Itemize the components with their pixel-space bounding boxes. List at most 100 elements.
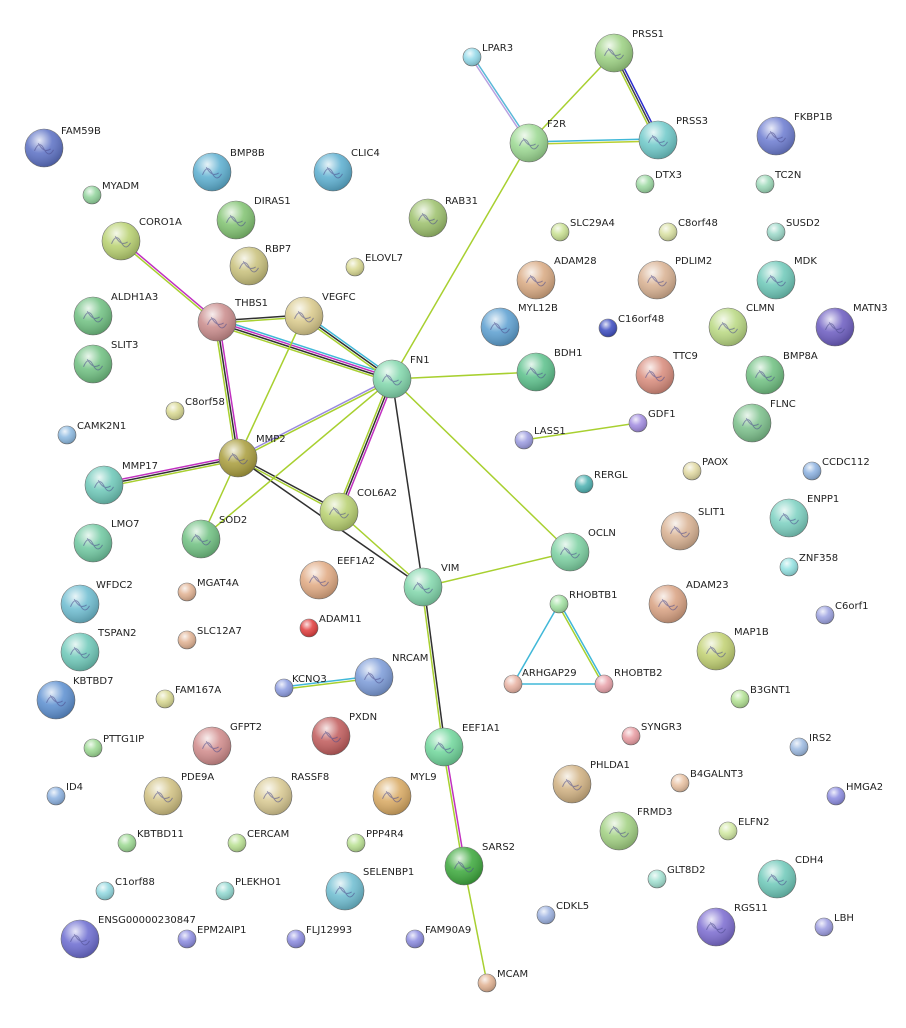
node-ppp4r4[interactable]: PPP4R4	[346, 829, 404, 853]
node-slc29a4[interactable]: SLC29A4	[550, 218, 615, 242]
node-c8orf58[interactable]: C8orf58	[165, 397, 225, 421]
node-irs2[interactable]: IRS2	[789, 733, 832, 757]
node-diras1[interactable]: DIRAS1	[216, 196, 291, 240]
node-mmp17[interactable]: MMP17	[84, 461, 158, 505]
node-fam167a[interactable]: FAM167A	[155, 685, 221, 709]
node-bmp8b[interactable]: BMP8B	[192, 148, 265, 192]
node-aldh1a3[interactable]: ALDH1A3	[73, 292, 158, 336]
node-slit1[interactable]: SLIT1	[660, 507, 725, 551]
node-c16orf48[interactable]: C16orf48	[598, 314, 664, 338]
node-arhgap29[interactable]: ARHGAP29	[503, 668, 577, 694]
node-fkbp1b[interactable]: FKBP1B	[756, 112, 833, 156]
node-fam90a9[interactable]: FAM90A9	[405, 925, 471, 949]
node-mcam[interactable]: MCAM	[477, 969, 528, 993]
node-ccdc112[interactable]: CCDC112	[802, 457, 870, 481]
node-rab31[interactable]: RAB31	[408, 196, 478, 238]
node-sod2[interactable]: SOD2	[181, 515, 247, 559]
node-adam11[interactable]: ADAM11	[299, 614, 362, 638]
node-epm2aip1[interactable]: EPM2AIP1	[177, 925, 247, 949]
node-sars2[interactable]: SARS2	[444, 842, 515, 886]
node-elfn2[interactable]: ELFN2	[718, 817, 769, 841]
node-clmn[interactable]: CLMN	[708, 303, 775, 347]
node-rergl[interactable]: RERGL	[574, 470, 628, 494]
node-lmo7[interactable]: LMO7	[73, 519, 139, 563]
node-map1b[interactable]: MAP1B	[696, 627, 769, 671]
node-eef1a2[interactable]: EEF1A2	[299, 556, 375, 600]
node-coro1a[interactable]: CORO1A	[101, 217, 182, 261]
node-lass1[interactable]: LASS1	[514, 426, 566, 450]
node-prss3[interactable]: PRSS3	[638, 116, 708, 160]
node-thbs1[interactable]: THBS1	[197, 298, 268, 342]
node-pde9a[interactable]: PDE9A	[143, 772, 214, 816]
node-frmd3[interactable]: FRMD3	[599, 807, 672, 851]
node-gdf1[interactable]: GDF1	[628, 409, 676, 433]
node-rbp7[interactable]: RBP7	[229, 244, 291, 286]
node-rassf8[interactable]: RASSF8	[253, 772, 329, 816]
node-cdkl5[interactable]: CDKL5	[536, 901, 589, 925]
node-camk2n1[interactable]: CAMK2N1	[57, 421, 126, 445]
node-nrcam[interactable]: NRCAM	[354, 653, 428, 697]
node-selenbp1[interactable]: SELENBP1	[325, 867, 414, 911]
node-dtx3[interactable]: DTX3	[635, 170, 682, 194]
node-myl9[interactable]: MYL9	[372, 772, 437, 816]
node-cdh4[interactable]: CDH4	[757, 855, 824, 899]
node-lbh[interactable]: LBH	[814, 913, 854, 937]
node-flj12993[interactable]: FLJ12993	[286, 925, 352, 949]
node-rhobtb1[interactable]: RHOBTB1	[549, 590, 618, 614]
node-fn1[interactable]: FN1	[372, 355, 430, 399]
node-slc12a7[interactable]: SLC12A7	[177, 626, 242, 650]
node-glt8d2[interactable]: GLT8D2	[647, 865, 705, 889]
node-slit3[interactable]: SLIT3	[73, 340, 138, 384]
node-vegfc[interactable]: VEGFC	[284, 292, 356, 336]
node-wfdc2[interactable]: WFDC2	[60, 580, 133, 624]
node-lpar3[interactable]: LPAR3	[462, 43, 513, 67]
node-hmga2[interactable]: HMGA2	[826, 782, 883, 806]
node-myadm[interactable]: MYADM	[82, 181, 139, 205]
node-syngr3[interactable]: SYNGR3	[621, 722, 682, 746]
node-b3gnt1[interactable]: B3GNT1	[730, 685, 791, 709]
node-id4[interactable]: ID4	[46, 782, 83, 806]
node-enpp1[interactable]: ENPP1	[769, 494, 839, 538]
node-b4galnt3[interactable]: B4GALNT3	[670, 769, 743, 793]
node-c8orf48[interactable]: C8orf48	[658, 218, 718, 242]
node-tc2n[interactable]: TC2N	[755, 170, 801, 194]
node-fam59b[interactable]: FAM59B	[24, 126, 101, 168]
node-elovl7[interactable]: ELOVL7	[345, 253, 403, 277]
node-ttc9[interactable]: TTC9	[635, 351, 698, 395]
node-mgat4a[interactable]: MGAT4A	[177, 578, 239, 602]
node-matn3[interactable]: MATN3	[815, 303, 888, 347]
node-paox[interactable]: PAOX	[682, 457, 728, 481]
node-rgs11[interactable]: RGS11	[696, 903, 768, 947]
node-mmp2[interactable]: MMP2	[218, 434, 286, 478]
node-flnc[interactable]: FLNC	[732, 399, 796, 443]
node-clic4[interactable]: CLIC4	[313, 148, 380, 192]
node-tspan2[interactable]: TSPAN2	[60, 628, 137, 672]
node-adam23[interactable]: ADAM23	[648, 580, 729, 624]
node-kbtbd7[interactable]: KBTBD7	[36, 676, 113, 720]
node-myl12b[interactable]: MYL12B	[480, 303, 558, 347]
node-pxdn[interactable]: PXDN	[311, 712, 377, 756]
node-bmp8a[interactable]: BMP8A	[745, 351, 818, 395]
node-susd2[interactable]: SUSD2	[766, 218, 820, 242]
node-kcnq3[interactable]: KCNQ3	[274, 674, 327, 698]
node-vim[interactable]: VIM	[403, 563, 459, 607]
node-prss1[interactable]: PRSS1	[594, 29, 664, 73]
node-pdlim2[interactable]: PDLIM2	[637, 256, 712, 300]
node-adam28[interactable]: ADAM28	[516, 256, 597, 300]
node-kbtbd11[interactable]: KBTBD11	[117, 829, 184, 853]
node-znf358[interactable]: ZNF358	[779, 553, 838, 577]
node-c6orf1[interactable]: C6orf1	[815, 601, 868, 625]
node-eef1a1[interactable]: EEF1A1	[424, 723, 500, 767]
node-c1orf88[interactable]: C1orf88	[95, 877, 155, 901]
node-pttg1ip[interactable]: PTTG1IP	[83, 734, 144, 758]
node-ocln[interactable]: OCLN	[550, 528, 616, 572]
node-phlda1[interactable]: PHLDA1	[552, 760, 630, 804]
node-plekho1[interactable]: PLEKHO1	[215, 877, 281, 901]
node-ensg00000230847[interactable]: ENSG00000230847	[60, 915, 196, 959]
node-bdh1[interactable]: BDH1	[516, 348, 582, 392]
node-cercam[interactable]: CERCAM	[227, 829, 289, 853]
node-gfpt2[interactable]: GFPT2	[192, 722, 262, 766]
node-mdk[interactable]: MDK	[756, 256, 817, 300]
node-rhobtb2[interactable]: RHOBTB2	[594, 668, 663, 694]
node-col6a2[interactable]: COL6A2	[319, 488, 397, 532]
